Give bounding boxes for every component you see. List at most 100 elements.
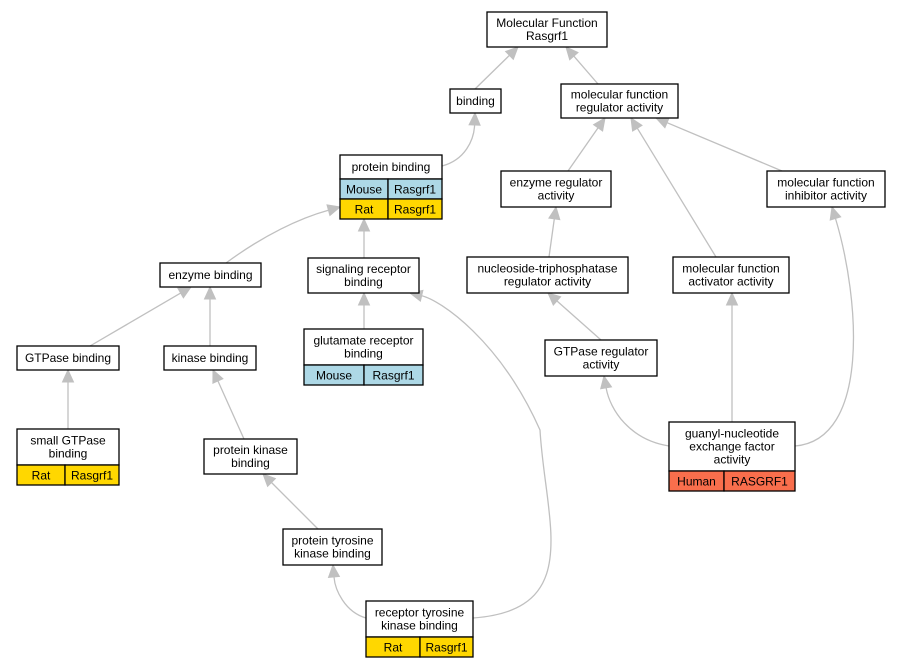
node-label-line: guanyl-nucleotide <box>685 427 779 441</box>
gene-cell <box>64 464 120 486</box>
edge-mf-activator-to-mfra <box>630 116 717 258</box>
node-box <box>449 88 502 114</box>
annotation-row: Rat Rasgrf1 <box>365 636 474 658</box>
edge-gnef-to-gtpase-regulator <box>600 374 670 447</box>
edge-line <box>794 218 855 447</box>
edge-protein-binding-to-binding <box>441 111 481 167</box>
node-box <box>203 438 298 475</box>
edge-mf-inhibitor-to-mfra <box>654 117 783 172</box>
arrowhead-icon <box>357 291 371 306</box>
node-label-line: nucleoside-triphosphatase <box>477 262 617 276</box>
node-label-line: Rasgrf1 <box>526 29 568 43</box>
node-box <box>339 154 443 180</box>
gene-label: Rasgrf1 <box>71 469 113 483</box>
node-label-line: activity <box>538 189 575 203</box>
node-label-line: molecular function <box>571 88 668 102</box>
arrowhead-icon <box>548 205 561 221</box>
species-label: Rat <box>32 469 51 483</box>
edge-ntp-regulator-to-enzyme-regulator <box>548 205 561 258</box>
gene-label: Rasgrf1 <box>425 641 467 655</box>
node-label-line: protein binding <box>352 160 431 174</box>
node-label-line: enzyme regulator <box>510 176 603 190</box>
edge-line <box>573 55 599 85</box>
edge-line <box>89 292 181 347</box>
species-label: Mouse <box>346 183 382 197</box>
node-label-line: small GTPase <box>30 434 106 448</box>
edge-line <box>556 300 602 341</box>
gene-cell <box>363 364 424 386</box>
edge-line <box>605 387 670 447</box>
gene-cell <box>387 198 443 220</box>
edge-line <box>225 209 329 264</box>
go-term-node-gtpase-binding[interactable]: GTPase binding <box>16 345 120 371</box>
edge-rtk-binding-to-signaling-receptor <box>408 289 552 619</box>
node-label-line: activator activity <box>688 275 773 289</box>
node-label-line: molecular function <box>682 262 779 276</box>
node-label-line: exchange factor <box>689 440 774 454</box>
species-label: Rat <box>355 203 374 217</box>
edge-rtk-binding-to-ptk-binding <box>327 563 367 619</box>
node-label-line: receptor tyrosine <box>375 606 465 620</box>
edge-gnef-to-mf-activator <box>725 291 739 422</box>
go-term-node-kinase-binding[interactable]: kinase binding <box>163 345 257 371</box>
edge-kinase-binding-to-enzyme-binding <box>203 285 217 346</box>
edge-line <box>474 54 510 90</box>
node-label-line: regulator activity <box>576 101 663 115</box>
node-label-line: kinase binding <box>294 547 371 561</box>
node-label-line: activity <box>714 453 751 467</box>
node-label-line: glutamate receptor <box>313 334 413 348</box>
arrowhead-icon <box>547 292 562 307</box>
go-term-node-enzyme-binding[interactable]: enzyme binding <box>159 262 262 288</box>
node-box <box>500 170 612 208</box>
node-label-line: binding <box>344 347 383 361</box>
node-label-line: binding <box>344 275 383 289</box>
arrowhead-icon <box>725 291 739 306</box>
edge-small-gtpase-to-gtpase-binding <box>61 368 75 429</box>
node-box <box>159 262 262 288</box>
node-label-line: binding <box>49 447 88 461</box>
go-term-node-binding[interactable]: binding <box>449 88 502 114</box>
edge-line <box>217 380 245 440</box>
node-label-line: enzyme binding <box>168 268 252 282</box>
edge-line <box>567 127 599 172</box>
gene-label: Rasgrf1 <box>394 183 436 197</box>
edge-ptk-binding-to-protein-kinase <box>262 473 319 530</box>
edge-enzyme-binding-to-protein-binding <box>225 204 342 264</box>
species-label: Rat <box>384 641 403 655</box>
edge-line <box>271 482 319 530</box>
node-box <box>303 328 424 366</box>
node-label-line: GTPase binding <box>25 351 111 365</box>
node-box <box>668 421 796 472</box>
node-label-line: binding <box>231 456 270 470</box>
gene-cell <box>419 636 474 658</box>
node-label-line: Molecular Function <box>496 16 597 30</box>
arrowhead-icon <box>630 116 643 132</box>
arrowhead-icon <box>61 368 75 383</box>
species-label: Human <box>677 475 716 489</box>
arrowhead-icon <box>262 473 277 488</box>
node-label-line: kinase binding <box>172 351 249 365</box>
arrowhead-icon <box>565 46 579 61</box>
edge-line <box>333 576 367 619</box>
edge-signaling-receptor-to-protein-binding <box>357 217 371 258</box>
edge-line <box>441 124 476 167</box>
node-box <box>16 345 120 371</box>
